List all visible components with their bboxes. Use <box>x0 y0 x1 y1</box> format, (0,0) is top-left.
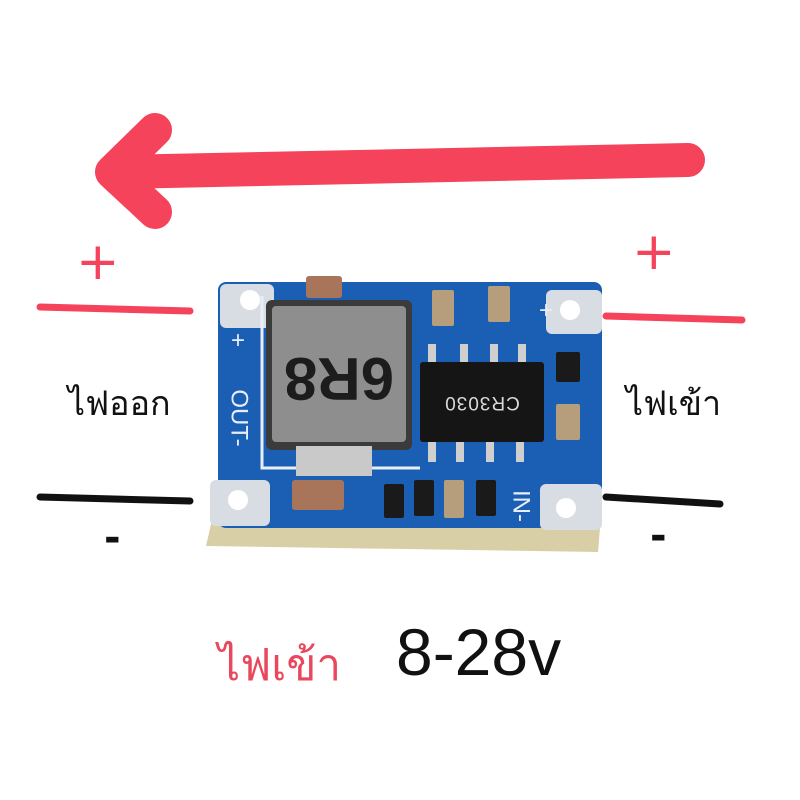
buck-converter-board: 6R8 CR3030 + OU <box>206 276 602 552</box>
inductor-marking: 6R8 <box>284 345 394 412</box>
left-plus-sign: + <box>76 232 120 292</box>
in-silk-label: IN- <box>508 490 535 522</box>
voltage-range: 8-28v <box>396 615 562 689</box>
left-minus-sign: - <box>104 515 121 561</box>
right-positive-line <box>602 312 746 324</box>
smd-capacitor <box>432 290 454 326</box>
smd-resistor <box>556 352 580 382</box>
in-plus-silk: + <box>539 297 553 324</box>
footer-input-label: ไฟเข้า <box>218 640 342 691</box>
out-plus-silk: + <box>231 327 245 354</box>
left-negative-line <box>36 493 194 505</box>
mounting-hole-tr <box>546 290 602 334</box>
chip-marking: CR3030 <box>444 392 520 413</box>
right-plus-sign: + <box>632 222 676 282</box>
out-silk-label: OUT- <box>226 389 253 446</box>
smd-resistor <box>384 484 404 518</box>
mounting-hole-bl <box>210 480 270 526</box>
output-label: ไฟออก <box>68 384 171 424</box>
mounting-hole-tl <box>220 284 274 328</box>
right-minus-sign: - <box>650 513 667 559</box>
ic-chip: CR3030 <box>420 344 544 462</box>
mounting-hole-br <box>540 484 602 530</box>
left-positive-line <box>36 303 194 315</box>
right-negative-line <box>602 493 724 508</box>
input-label: ไฟเข้า <box>626 384 722 424</box>
smd-capacitor <box>556 404 580 440</box>
smd-resistor <box>414 480 434 516</box>
arrow-icon <box>95 113 705 229</box>
smd-capacitor <box>292 480 344 510</box>
smd-resistor <box>476 480 496 516</box>
smd-capacitor <box>444 480 464 518</box>
inductor: 6R8 <box>266 276 412 476</box>
smd-capacitor <box>488 286 510 322</box>
